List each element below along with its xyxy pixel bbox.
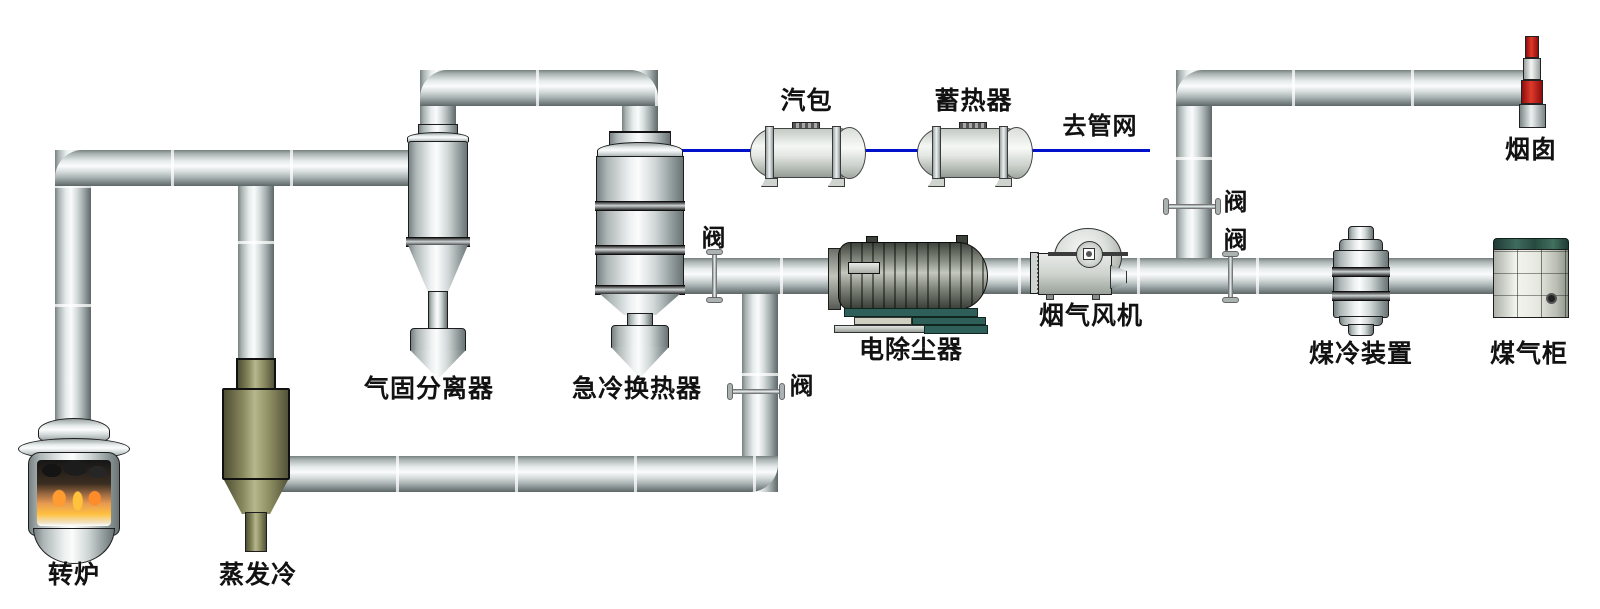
converter-graphic	[18, 400, 130, 564]
valve-stem	[1228, 253, 1233, 301]
furnace-flames	[37, 460, 111, 526]
gas-holder-graphic	[1493, 238, 1569, 318]
drum-leg	[828, 178, 845, 187]
valve-cap	[1163, 198, 1169, 215]
exchanger-body	[595, 156, 685, 295]
valve-stem	[1165, 204, 1219, 209]
esp-support	[912, 317, 986, 325]
chimney-label: 烟囱	[1504, 136, 1557, 164]
to-pipe-network-label: 去管网	[1062, 113, 1138, 140]
esp-shell	[838, 242, 988, 310]
electrostatic-precipitator-label: 电除尘器	[858, 336, 963, 364]
separator-cone	[408, 245, 468, 293]
exchanger-band	[595, 285, 685, 295]
valve-bypass-line	[727, 383, 785, 400]
valve-cap	[706, 249, 723, 255]
gas-cooling-device-graphic	[1332, 226, 1390, 336]
drum-leg	[761, 178, 778, 187]
pipe-top-left-header	[55, 150, 420, 186]
cooler-band	[1332, 267, 1390, 277]
steam-line	[668, 149, 1150, 152]
pipe-to-chimney	[1176, 70, 1524, 106]
fan-foot	[1046, 294, 1054, 300]
esp-base-plate	[834, 325, 938, 333]
esp-support-step	[854, 317, 912, 325]
steam-drum-label: 汽包	[780, 87, 833, 115]
fan-hub-ring	[1076, 241, 1103, 268]
esp-base-plate	[924, 325, 988, 334]
valve-cap	[779, 383, 785, 400]
holder-shell	[1493, 249, 1569, 318]
gas-holder-label: 煤气柜	[1489, 340, 1568, 368]
valve-label-4: 阀	[1223, 227, 1249, 254]
evaporator-taper	[224, 480, 288, 514]
valve-main-to-cooler	[1222, 251, 1239, 303]
cooler-bottom-stub	[1348, 324, 1374, 336]
flue-gas-fan-label: 烟气风机	[1038, 302, 1143, 330]
pipe-branch-to-evaporator	[238, 168, 274, 360]
drum-strap	[765, 126, 774, 180]
fan-hub-dot	[1086, 251, 1092, 257]
steam-drum-graphic	[750, 122, 866, 188]
drum-strap	[832, 126, 841, 180]
heat-accumulator-graphic	[917, 122, 1033, 188]
valve-label-2: 阀	[789, 373, 815, 400]
pipe-bypass-return	[280, 456, 778, 492]
chimney-graphic	[1516, 36, 1548, 130]
esp-handle	[848, 262, 880, 274]
valve-stem	[729, 389, 783, 394]
evaporator-body	[222, 388, 290, 480]
exchanger-taper	[600, 294, 680, 315]
valve-cap	[1215, 198, 1221, 215]
fan-outlet-cone	[1110, 265, 1127, 289]
cooler-band	[1332, 291, 1390, 301]
valve-label-1: 阀	[701, 225, 727, 252]
pipe-converter-riser	[55, 150, 91, 423]
gas-solid-separator-label: 气固分离器	[363, 375, 494, 403]
valve-cap	[706, 297, 723, 303]
valve-cap	[1222, 297, 1239, 303]
holder-porthole	[1546, 293, 1557, 304]
chimney-top-red	[1525, 36, 1539, 58]
quench-heat-exchanger-label: 急冷换热器	[571, 375, 702, 403]
separator-body	[408, 141, 468, 245]
fan-foot	[1092, 294, 1100, 300]
converter-label: 转炉	[47, 561, 100, 589]
valve-stem	[712, 251, 717, 301]
exchanger-hopper-cone	[611, 347, 669, 378]
esp-support	[844, 308, 978, 317]
pipe-separator-to-exchanger	[420, 70, 658, 106]
evaporative-cooler-graphic	[222, 358, 290, 554]
electrostatic-precipitator-graphic	[828, 235, 996, 338]
separator-dipleg	[428, 291, 448, 331]
exchanger-band	[595, 201, 685, 211]
exchanger-band	[595, 245, 685, 255]
exchanger-hopper	[611, 325, 669, 348]
quench-heat-exchanger-graphic	[595, 131, 685, 379]
separator-hopper	[410, 328, 466, 351]
valve-main-after-exchanger	[706, 249, 723, 303]
gas-solid-separator-graphic	[405, 124, 471, 380]
chimney-base	[1518, 104, 1546, 128]
accumulator-strap	[999, 126, 1008, 180]
valve-cap	[727, 383, 733, 400]
accumulator-leg	[928, 178, 945, 187]
chimney-white-band	[1523, 58, 1541, 80]
evaporator-neck	[236, 358, 276, 390]
valve-chimney-riser	[1163, 198, 1221, 215]
cooler-body	[1332, 250, 1390, 318]
gas-cooling-device-label: 煤冷装置	[1308, 340, 1413, 368]
chimney-red-band	[1521, 80, 1543, 104]
converter-bottom	[33, 528, 115, 564]
valve-cap	[1222, 251, 1239, 257]
converter-body	[28, 452, 120, 536]
flue-gas-fan-graphic	[1030, 228, 1130, 300]
accumulator-strap	[932, 126, 941, 180]
accumulator-leg	[995, 178, 1012, 187]
evaporative-cooler-label: 蒸发冷	[218, 561, 297, 589]
evaporator-outlet-stub	[245, 512, 267, 552]
valve-label-3: 阀	[1223, 189, 1249, 216]
heat-accumulator-label: 蓄热器	[934, 87, 1013, 115]
